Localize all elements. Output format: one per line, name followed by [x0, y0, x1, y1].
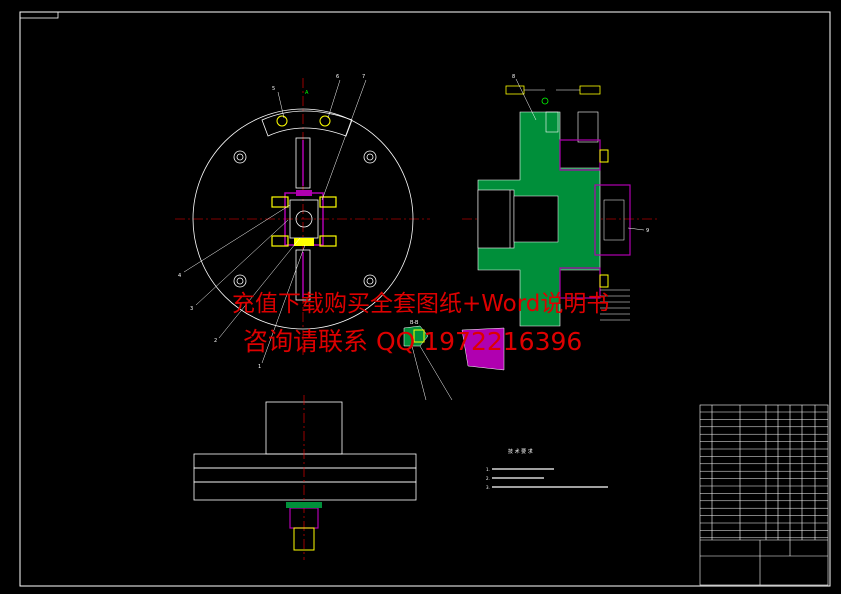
bom-table [699, 404, 829, 586]
watermark-line-2: 咨询请联系 QQ 1972216396 [243, 327, 583, 356]
callout-1: 1 [258, 364, 261, 370]
callout-5: 5 [272, 86, 275, 92]
bom-rows [700, 411, 828, 539]
callout-7: 7 [362, 74, 365, 80]
tech-requirements: 技 术 要 求 1. 2. 3. [486, 448, 608, 490]
view-label-a: A [305, 90, 309, 96]
detail-section: B-B [403, 320, 505, 401]
plan-view [193, 395, 417, 560]
callout-2: 2 [214, 338, 217, 344]
tech-item-2: 2. [486, 476, 490, 481]
title-cell-box [19, 11, 59, 19]
watermark-line-1: 充值下载购买全套图纸+Word说明书 [232, 291, 610, 317]
side-section-view: 9 8 [462, 74, 660, 327]
drawing-frame [19, 11, 831, 587]
callout-4: 4 [178, 273, 181, 279]
tech-item-3: 3. [486, 485, 490, 490]
title-block [700, 539, 828, 585]
callout-9: 9 [646, 228, 649, 234]
callout-8: 8 [512, 74, 515, 80]
view-label-bb: B-B [410, 320, 419, 326]
tech-item-1: 1. [486, 467, 490, 472]
callout-3: 3 [190, 306, 193, 312]
tech-title: 技 术 要 求 [508, 448, 533, 455]
front-view: 5 6 7 4 3 2 1 A [175, 74, 430, 370]
callout-6: 6 [336, 74, 339, 80]
